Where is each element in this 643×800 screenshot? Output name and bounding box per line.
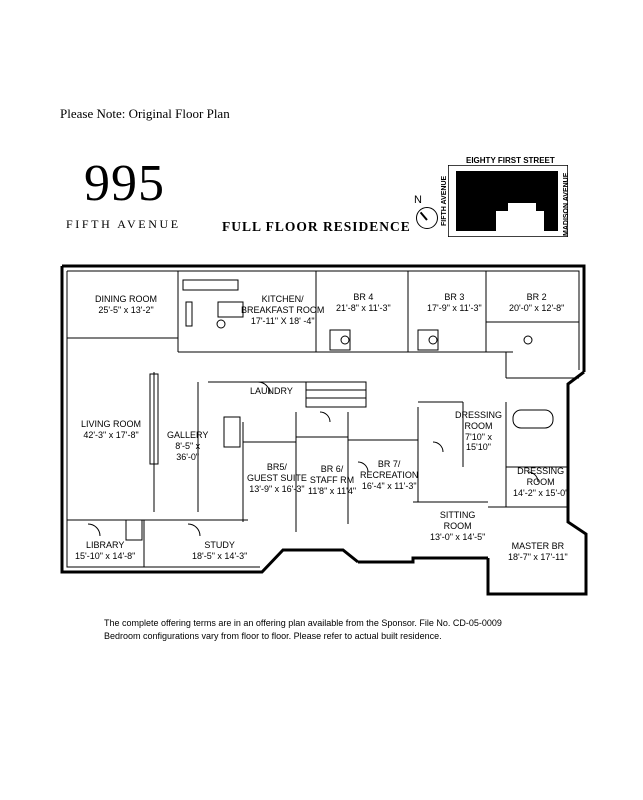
floor-plan-drawing — [60, 264, 588, 596]
disclaimer-line-1: The complete offering terms are in an of… — [104, 618, 502, 628]
north-compass-icon — [416, 207, 438, 229]
building-address: FIFTH AVENUE — [66, 217, 181, 231]
key-map-street-top: EIGHTY FIRST STREET — [466, 156, 555, 165]
original-floor-plan-note: Please Note: Original Floor Plan — [60, 106, 230, 121]
offering-disclaimer: The complete offering terms are in an of… — [104, 617, 502, 643]
key-map-street-left: FIFTH AVENUE — [441, 175, 448, 226]
disclaimer-line-2: Bedroom configurations vary from floor t… — [104, 631, 442, 642]
building-footprint-key-map — [448, 165, 568, 237]
room-label-laundry: LAUNDRY — [250, 386, 293, 396]
building-number: 995 — [84, 155, 165, 212]
residence-subtitle: FULL FLOOR RESIDENCE — [222, 219, 411, 234]
north-label: N — [414, 194, 422, 206]
key-map-street-right: MADISON AVENUE — [563, 172, 570, 236]
